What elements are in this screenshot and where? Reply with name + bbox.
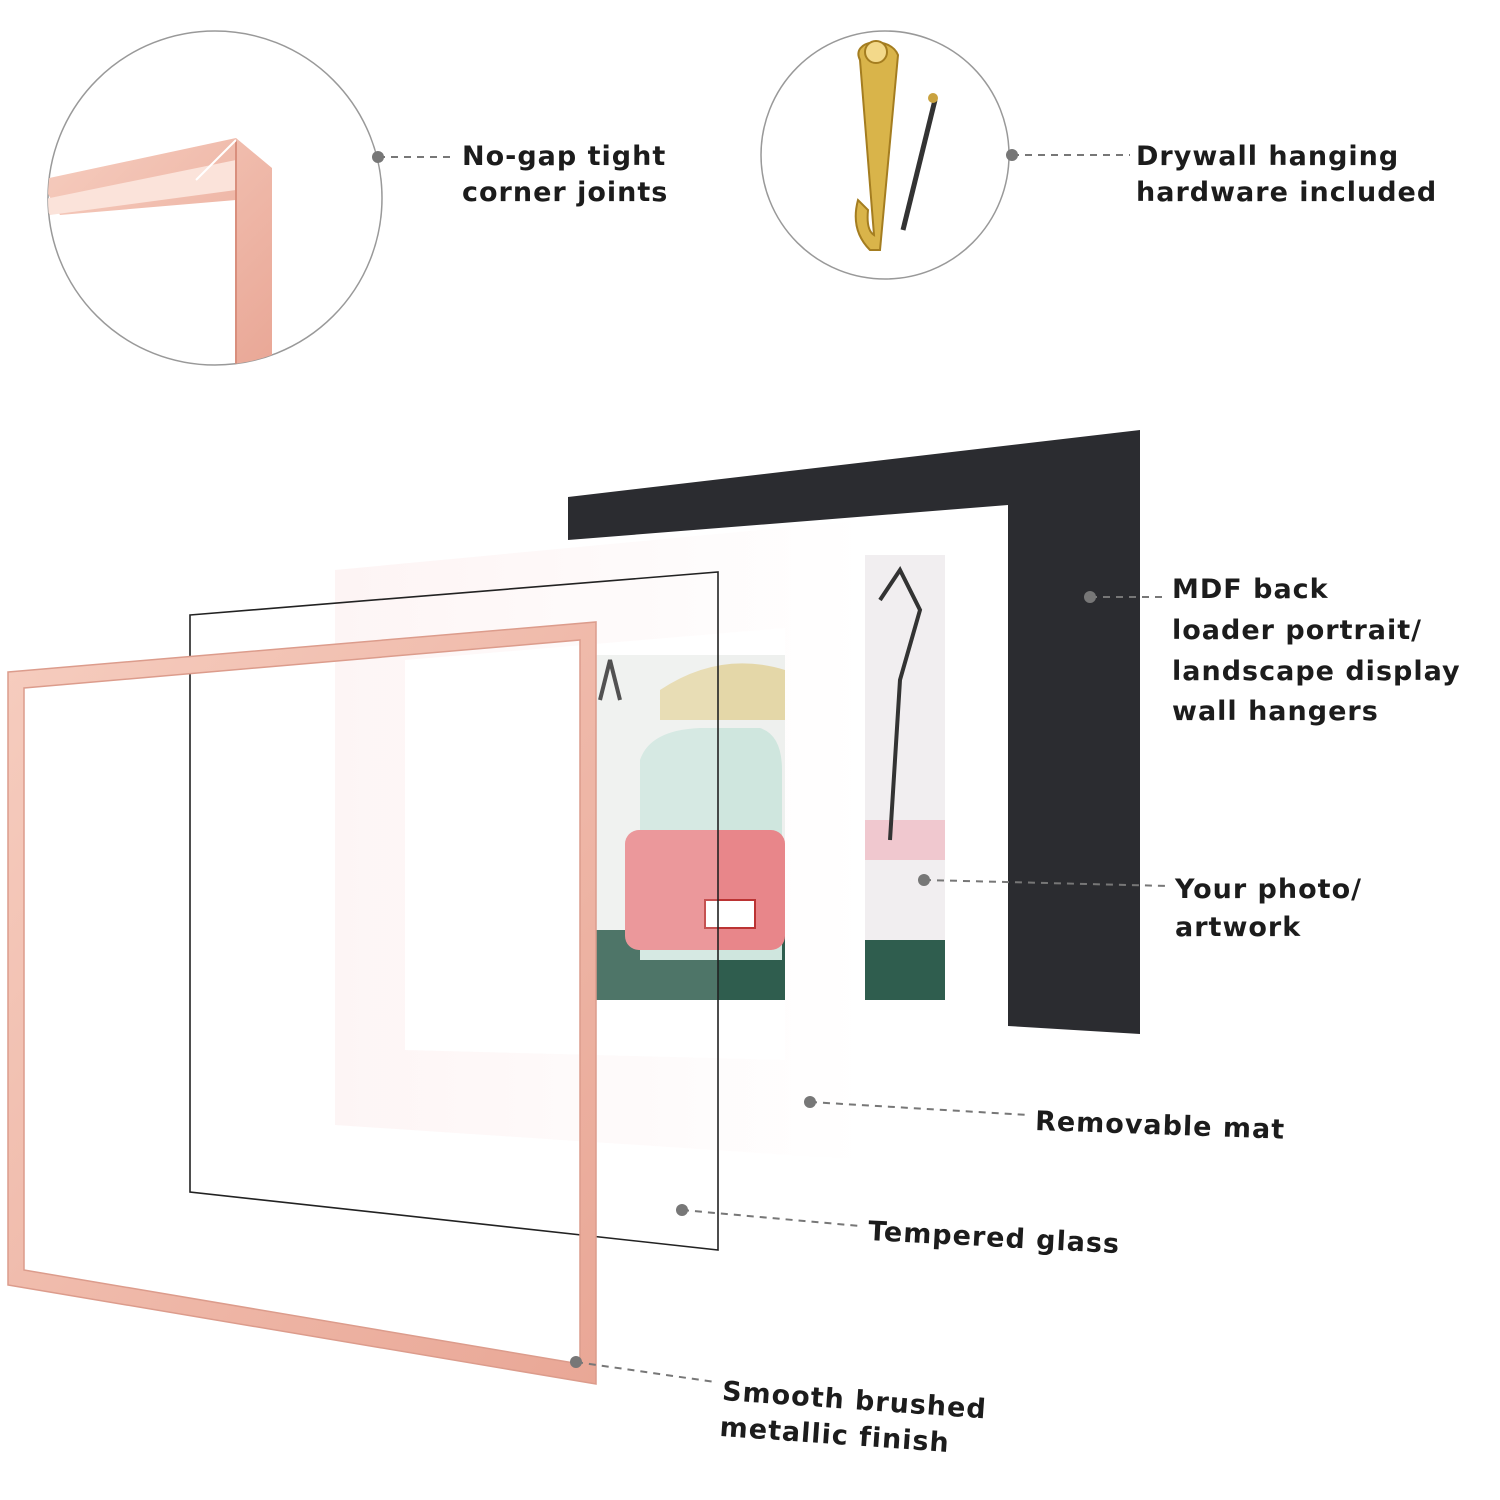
mat-label: Removable mat	[1035, 1106, 1286, 1146]
frame-leader-line	[575, 1361, 716, 1383]
removable-mat	[335, 520, 865, 1160]
tempered-glass	[189, 571, 719, 1251]
back-dot	[1084, 591, 1096, 603]
hardware-label: Drywall hanging hardware included	[1136, 141, 1437, 208]
mat-dot	[804, 1096, 816, 1108]
frame-dot	[570, 1356, 582, 1368]
photo-artwork	[595, 555, 945, 1000]
back-label: MDF back loader portrait/ landscape disp…	[1172, 574, 1471, 727]
photo-leader-line	[923, 879, 1169, 887]
glass-dot	[676, 1204, 688, 1216]
glass-label: Tempered glass	[867, 1216, 1120, 1260]
photo-dot	[918, 874, 930, 886]
corner-dot	[372, 151, 384, 163]
hardware-detail-circle	[760, 30, 1010, 280]
mdf-back-panel	[568, 430, 1140, 1034]
corner-label: No-gap tight corner joints	[462, 141, 677, 208]
glass-leader-line	[681, 1209, 861, 1227]
mat-leader-line	[809, 1101, 1029, 1116]
hardware-dot	[1006, 149, 1018, 161]
frame-corner-icon	[48, 138, 272, 365]
frame-label: Smooth brushed metallic finish	[719, 1376, 998, 1462]
hook-icon	[854, 40, 938, 251]
photo-label: Your photo/ artwork	[1174, 874, 1372, 943]
corner-detail-circle	[47, 30, 383, 366]
